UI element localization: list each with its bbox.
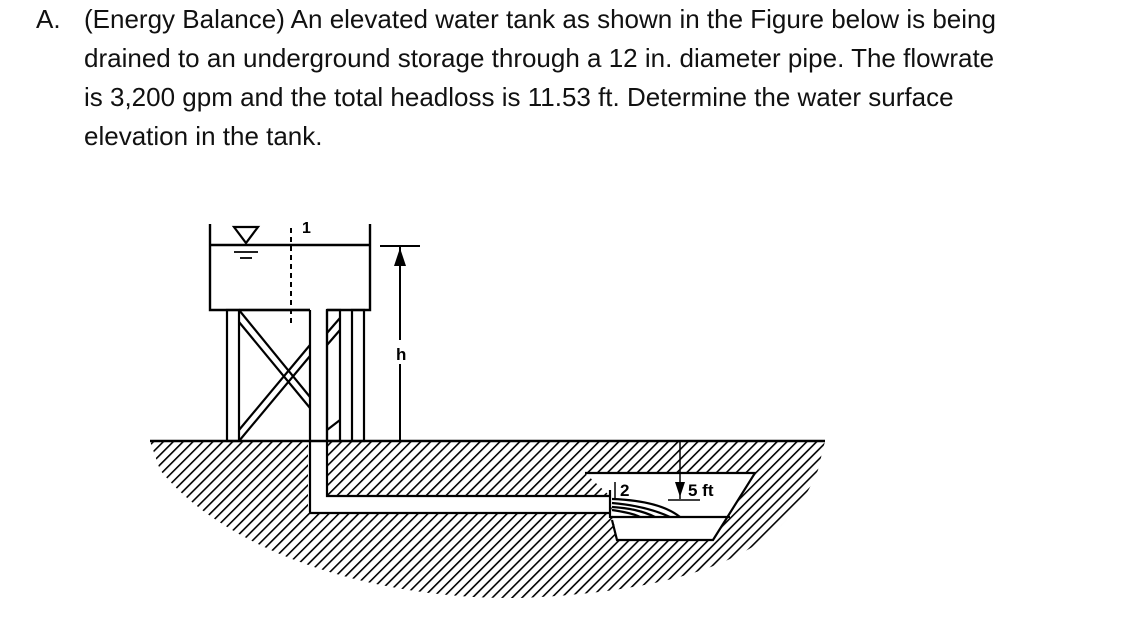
problem-line-4: elevation in the tank. [84, 121, 323, 151]
problem-line-1: (Energy Balance) An elevated water tank … [84, 4, 996, 34]
arrow-up-icon [394, 248, 406, 266]
problem-line-3: is 3,200 gpm and the total headloss is 1… [84, 82, 954, 112]
height-label: h [396, 345, 406, 364]
problem-label: A. [36, 4, 61, 34]
water-surface-icon [231, 225, 261, 259]
tower-frame [225, 308, 366, 443]
elevated-tank [208, 224, 372, 312]
height-dimension [380, 245, 420, 441]
underground-reservoir [585, 441, 757, 542]
arrow-down-icon [675, 482, 685, 497]
depth-label: 5 ft [688, 481, 714, 500]
ground-soil [150, 439, 825, 599]
point-1-label: 1 [302, 220, 311, 237]
problem-line-2: drained to an underground storage throug… [84, 43, 995, 73]
point-2-label: 2 [620, 481, 629, 500]
